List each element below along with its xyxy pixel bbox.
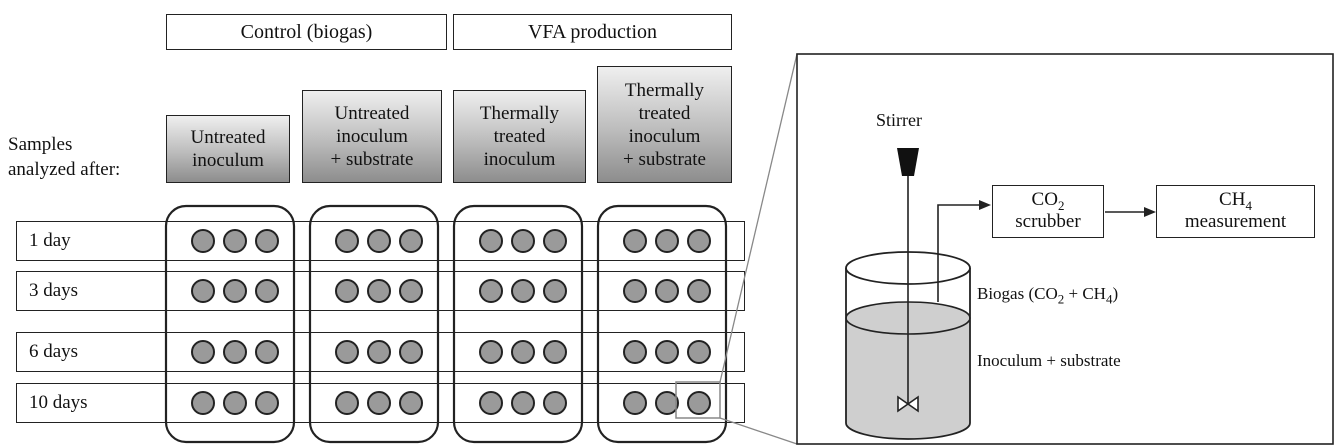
biogas-text-e: ) bbox=[1112, 284, 1119, 303]
sample-circle-r2-c1-1 bbox=[191, 279, 215, 303]
row-label: 3 days bbox=[29, 280, 79, 301]
liquid-label: Inoculum + substrate bbox=[977, 351, 1121, 370]
sample-circle-r4-c1-1 bbox=[191, 391, 215, 415]
zoom-highlight-box bbox=[675, 381, 721, 419]
sample-circle-r4-c3-3 bbox=[543, 391, 567, 415]
condition-untreated-inoculum-substrate: Untreated inoculum + substrate bbox=[302, 90, 442, 183]
sample-circle-r2-c2-1 bbox=[335, 279, 359, 303]
sample-circle-r2-c1-2 bbox=[223, 279, 247, 303]
sample-circle-r4-c2-1 bbox=[335, 391, 359, 415]
sample-circle-r2-c4-3 bbox=[687, 279, 711, 303]
header-control: Control (biogas) bbox=[166, 14, 447, 50]
condition-group-4 bbox=[596, 204, 728, 444]
sample-circle-r4-c4-2 bbox=[655, 391, 679, 415]
sample-circle-r2-c4-2 bbox=[655, 279, 679, 303]
sample-circle-r3-c1-2 bbox=[223, 340, 247, 364]
sample-circle-r1-c3-3 bbox=[543, 229, 567, 253]
sample-circle-r1-c4-3 bbox=[687, 229, 711, 253]
sample-circle-r1-c4-2 bbox=[655, 229, 679, 253]
sample-circle-r4-c3-1 bbox=[479, 391, 503, 415]
sample-circle-r3-c2-3 bbox=[399, 340, 423, 364]
arrow-head-1 bbox=[979, 200, 991, 210]
scrubber-sub: 2 bbox=[1057, 197, 1065, 213]
sample-circle-r1-c3-2 bbox=[511, 229, 535, 253]
sample-circle-r4-c1-2 bbox=[223, 391, 247, 415]
sample-circle-r3-c2-1 bbox=[335, 340, 359, 364]
row-label: 1 day bbox=[29, 230, 71, 251]
biogas-sub-co2: 2 bbox=[1057, 291, 1065, 307]
gas-outlet-pipe bbox=[937, 204, 980, 302]
sample-circle-r3-c4-3 bbox=[687, 340, 711, 364]
sample-circle-r1-c2-2 bbox=[367, 229, 391, 253]
sample-circle-r2-c3-2 bbox=[511, 279, 535, 303]
sample-circle-r2-c3-1 bbox=[479, 279, 503, 303]
reactor-bottom bbox=[845, 422, 971, 440]
header-control-label: Control (biogas) bbox=[240, 20, 373, 43]
sample-circle-r1-c1-2 bbox=[223, 229, 247, 253]
biogas-text-c: + CH bbox=[1064, 284, 1106, 303]
condition-label: Untreated inoculum + substrate bbox=[330, 103, 414, 170]
zoom-line-top bbox=[719, 53, 798, 383]
sample-circle-r1-c2-3 bbox=[399, 229, 423, 253]
sample-circle-r3-c3-1 bbox=[479, 340, 503, 364]
sample-circle-r2-c1-3 bbox=[255, 279, 279, 303]
sample-circle-r4-c2-3 bbox=[399, 391, 423, 415]
scrubber-word: scrubber bbox=[1015, 211, 1081, 232]
sample-circle-r4-c4-1 bbox=[623, 391, 647, 415]
stirrer-impeller-icon bbox=[897, 395, 919, 413]
sample-circle-r1-c3-1 bbox=[479, 229, 503, 253]
arrow-head-2 bbox=[1144, 207, 1156, 217]
condition-label: Thermally treated inoculum bbox=[479, 103, 560, 170]
sample-circle-r4-c3-2 bbox=[511, 391, 535, 415]
sample-circle-r2-c4-1 bbox=[623, 279, 647, 303]
biogas-text-a: Biogas (CO bbox=[977, 284, 1058, 303]
sample-circle-r2-c2-2 bbox=[367, 279, 391, 303]
sample-circle-r3-c3-3 bbox=[543, 340, 567, 364]
zoom-line-bottom bbox=[719, 417, 798, 445]
condition-label: Thermally treated inoculum + substrate bbox=[622, 79, 706, 170]
stirrer-motor-icon bbox=[897, 148, 919, 176]
samples-label: Samples analyzed after: bbox=[8, 134, 121, 180]
sample-circle-r3-c1-1 bbox=[191, 340, 215, 364]
sample-circle-r4-c1-3 bbox=[255, 391, 279, 415]
sample-circle-r1-c2-1 bbox=[335, 229, 359, 253]
condition-label: Untreated inoculum bbox=[190, 127, 266, 171]
co2-scrubber-box: CO2 scrubber bbox=[992, 185, 1104, 238]
condition-thermally-treated-inoculum-substrate: Thermally treated inoculum + substrate bbox=[597, 66, 732, 183]
scrubber-co: CO bbox=[1031, 189, 1058, 210]
sample-circle-r4-c2-2 bbox=[367, 391, 391, 415]
measure-sub: 4 bbox=[1245, 197, 1252, 213]
sample-circle-r1-c1-3 bbox=[255, 229, 279, 253]
sample-circle-r3-c4-2 bbox=[655, 340, 679, 364]
sample-circle-r1-c4-1 bbox=[623, 229, 647, 253]
sample-circle-r3-c1-3 bbox=[255, 340, 279, 364]
sample-circle-r2-c2-3 bbox=[399, 279, 423, 303]
sample-circle-r1-c1-1 bbox=[191, 229, 215, 253]
biogas-label: Biogas (CO2 + CH4) bbox=[977, 284, 1119, 307]
measure-word: measurement bbox=[1184, 211, 1287, 232]
ch4-measurement-box: CH4 measurement bbox=[1156, 185, 1315, 238]
sample-circle-r3-c4-1 bbox=[623, 340, 647, 364]
condition-group-1 bbox=[164, 204, 296, 444]
condition-thermally-treated-inoculum: Thermally treated inoculum bbox=[453, 90, 586, 183]
stirrer-label: Stirrer bbox=[876, 110, 922, 130]
biogas-sub-ch4: 4 bbox=[1105, 291, 1113, 307]
row-label: 10 days bbox=[29, 392, 88, 413]
condition-group-3 bbox=[452, 204, 584, 444]
condition-group-2 bbox=[308, 204, 440, 444]
sample-circle-r3-c3-2 bbox=[511, 340, 535, 364]
header-vfa-label: VFA production bbox=[527, 20, 658, 43]
condition-untreated-inoculum: Untreated inoculum bbox=[166, 115, 290, 183]
sample-circle-r2-c3-3 bbox=[543, 279, 567, 303]
row-label: 6 days bbox=[29, 341, 79, 362]
sample-circle-r4-c4-3 bbox=[687, 391, 711, 415]
sample-circle-r3-c2-2 bbox=[367, 340, 391, 364]
measure-ch: CH bbox=[1219, 189, 1246, 210]
header-vfa: VFA production bbox=[453, 14, 732, 50]
